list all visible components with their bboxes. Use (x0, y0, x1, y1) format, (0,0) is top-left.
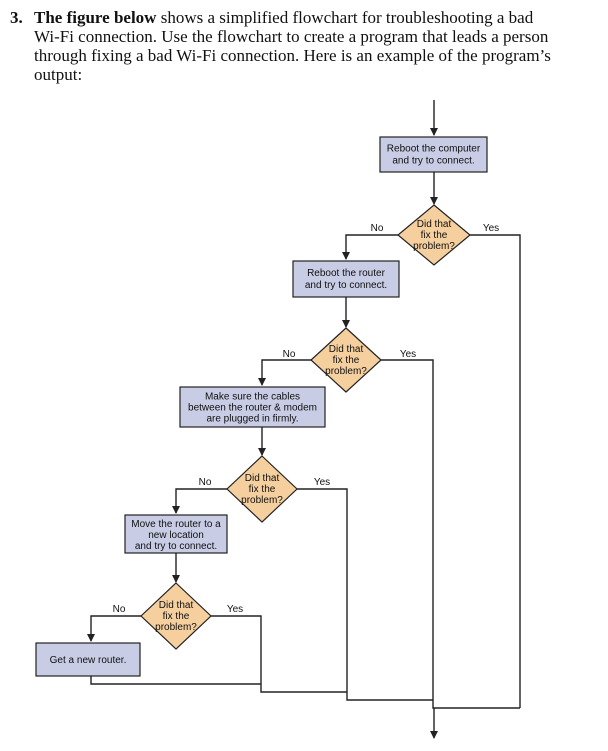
merge-decision3-yes (346, 692, 433, 701)
decision1-line-2: fix the (421, 230, 448, 241)
step-reboot-computer: Reboot the computer and try to connect. (379, 136, 488, 173)
decision-4: Did that fix the problem? No Yes (113, 582, 243, 650)
decision3-line-1: Did that (245, 473, 280, 484)
decision-2: Did that fix the problem? No Yes (283, 327, 416, 393)
decision3-no-label: No (199, 477, 212, 488)
line-decision2-yes (381, 359, 434, 700)
step3-line-2: between the router & modem (188, 403, 317, 414)
step2-line-2: and try to connect. (305, 280, 387, 291)
question-line-4: output: (34, 65, 83, 84)
decision2-no-label: No (283, 349, 296, 360)
decision4-line-2: fix the (163, 611, 190, 622)
decision2-line-1: Did that (329, 344, 364, 355)
merge-decision2-yes (432, 700, 520, 709)
question-lead-bold: The figure below (34, 8, 157, 27)
decision3-line-3: problem? (241, 495, 283, 506)
step2-line-1: Reboot the router (307, 268, 385, 279)
decision4-line-1: Did that (159, 600, 194, 611)
line-decision4-yes (211, 615, 262, 684)
step4-line-3: and try to connect. (135, 541, 217, 552)
merge-decision4-yes (260, 684, 347, 693)
decision2-line-2: fix the (333, 355, 360, 366)
decision3-line-2: fix the (249, 484, 276, 495)
step-reboot-router: Reboot the router and try to connect. (292, 260, 400, 298)
decision4-no-label: No (113, 604, 126, 615)
decision1-yes-label: Yes (483, 223, 499, 234)
decision4-line-3: problem? (155, 622, 197, 633)
line-decision3-yes (297, 488, 348, 692)
question-line-1-rest: shows a simplified flowchart for trouble… (156, 8, 534, 27)
step-move-router: Move the router to a new location and tr… (124, 514, 228, 554)
decision2-yes-label: Yes (400, 349, 416, 360)
step1-line-1: Reboot the computer (387, 144, 481, 155)
arrow-decision1-no (342, 234, 398, 260)
line-step5-down (90, 676, 261, 685)
question-line-1: The figure below shows a simplified flow… (34, 8, 570, 27)
question-text: 3. The figure below shows a simplified f… (10, 8, 570, 84)
arrow-decision2-no (258, 359, 311, 386)
decision1-line-1: Did that (417, 219, 452, 230)
arrow-decision4-no (87, 615, 141, 642)
step3-line-1: Make sure the cables (205, 392, 300, 403)
decision1-no-label: No (371, 223, 384, 234)
decision1-line-3: problem? (413, 241, 455, 252)
question-line-3: through fixing a bad Wi-Fi connection. H… (34, 46, 551, 65)
question-body: The figure below shows a simplified flow… (34, 8, 570, 84)
decision3-yes-label: Yes (314, 477, 330, 488)
decision2-line-3: problem? (325, 366, 367, 377)
decision4-yes-label: Yes (227, 604, 243, 615)
step1-line-2: and try to connect. (392, 156, 474, 167)
question-line-2: Wi-Fi connection. Use the flowchart to c… (34, 27, 549, 46)
line-decision1-yes (470, 234, 521, 708)
question-number: 3. (10, 8, 23, 27)
step-check-cables: Make sure the cables between the router … (179, 386, 326, 428)
step-get-new-router: Get a new router. (35, 642, 141, 677)
decision-1: Did that fix the problem? No Yes (371, 204, 499, 266)
decision-3: Did that fix the problem? No Yes (199, 455, 330, 523)
arrow-decision3-no (172, 488, 227, 514)
step5-line-1: Get a new router. (50, 655, 127, 666)
step4-line-2: new location (148, 530, 204, 541)
step4-line-1: Move the router to a (131, 519, 221, 530)
step3-line-3: are plugged in firmly. (206, 414, 298, 425)
flow-connectors (87, 100, 521, 739)
